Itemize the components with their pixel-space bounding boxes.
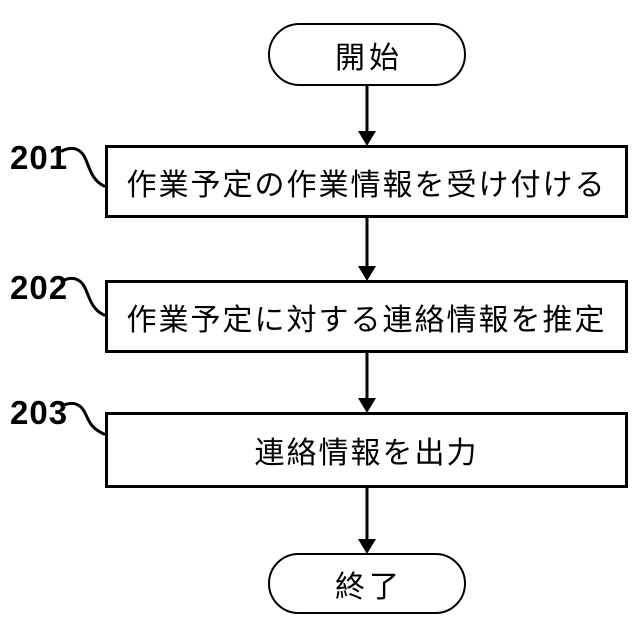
end-terminal: 終了 (268, 553, 466, 614)
ref-label-203: 203 (10, 394, 69, 431)
process-box-202-label: 作業予定に対する連絡情報を推定 (126, 303, 607, 337)
start-terminal: 開始 (268, 23, 466, 86)
start-terminal-label: 開始 (335, 41, 403, 75)
arrow-201-to-202 (358, 218, 376, 281)
arrow-202-to-203 (358, 353, 376, 413)
arrow-start-to-201 (358, 86, 376, 146)
process-box-203: 連絡情報を出力 (105, 412, 628, 488)
ref-label-201: 201 (10, 139, 69, 176)
ref-label-202: 202 (10, 269, 69, 306)
process-box-201-label: 作業予定の作業情報を受け付ける (126, 168, 607, 202)
leader-squiggle-201 (60, 146, 106, 188)
process-box-203-label: 連絡情報を出力 (254, 437, 479, 470)
process-box-202: 作業予定に対する連絡情報を推定 (105, 280, 628, 353)
leader-squiggle-202 (60, 276, 106, 317)
process-box-201: 作業予定の作業情報を受け付ける (105, 145, 628, 218)
end-terminal-label: 終了 (335, 570, 403, 604)
leader-squiggle-203 (60, 401, 106, 436)
arrow-203-to-end (358, 488, 376, 554)
